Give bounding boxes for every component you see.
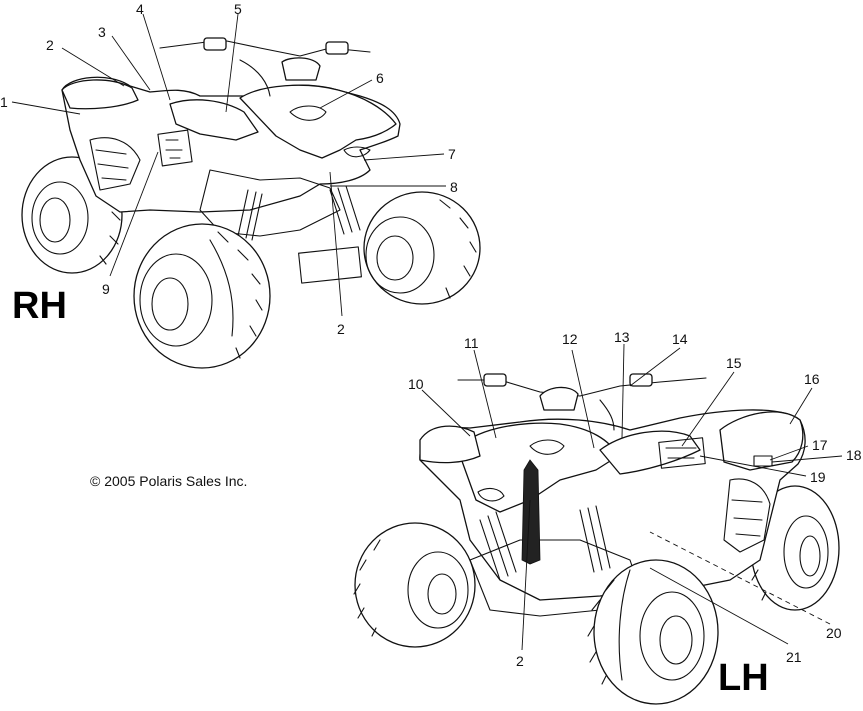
- copyright-notice: © 2005 Polaris Sales Inc.: [90, 473, 247, 489]
- lh-front-wheel: [587, 559, 719, 705]
- lh-body: [419, 373, 806, 617]
- rh-body: [61, 37, 401, 284]
- rh-callouts: 1 2 3 4 5 6 7 8 9 2: [0, 1, 458, 337]
- callout-11: 11: [464, 335, 479, 351]
- callout-13: 13: [614, 329, 630, 345]
- callout-6: 6: [376, 70, 384, 86]
- callout-2: 2: [46, 37, 54, 53]
- rh-rear-far-wheel: [363, 191, 481, 305]
- rh-front-wheel: [133, 223, 271, 369]
- lh-front-far-wheel: [353, 522, 476, 648]
- rh-leader-lines: [11, 13, 446, 317]
- callout-8: 8: [450, 179, 458, 195]
- callout-17: 17: [812, 437, 828, 453]
- callout-16: 16: [804, 371, 820, 387]
- callout-3: 3: [98, 24, 106, 40]
- callout-20: 20: [826, 625, 842, 641]
- view-label-lh: LH: [718, 657, 769, 699]
- lh-callouts: 10 11 12 13 14 15 16 17 18 19 20 21 2: [408, 329, 862, 669]
- callout-15: 15: [726, 355, 742, 371]
- callout-18: 18: [846, 447, 862, 463]
- callout-2-lower: 2: [337, 321, 345, 337]
- callout-14: 14: [672, 331, 688, 347]
- callout-9: 9: [102, 281, 110, 297]
- callout-10: 10: [408, 376, 424, 392]
- callout-1: 1: [0, 94, 8, 110]
- callout-19: 19: [810, 469, 826, 485]
- lh-leader-lines: [421, 343, 843, 651]
- callout-4: 4: [136, 1, 144, 17]
- callout-5: 5: [234, 1, 242, 17]
- atv-left-side-view: [353, 373, 840, 705]
- callout-21: 21: [786, 649, 802, 665]
- callout-7: 7: [448, 146, 456, 162]
- callout-12: 12: [562, 331, 578, 347]
- callout-2-lh: 2: [516, 653, 524, 669]
- atv-right-side-view: [21, 37, 481, 369]
- view-label-rh: RH: [12, 285, 67, 327]
